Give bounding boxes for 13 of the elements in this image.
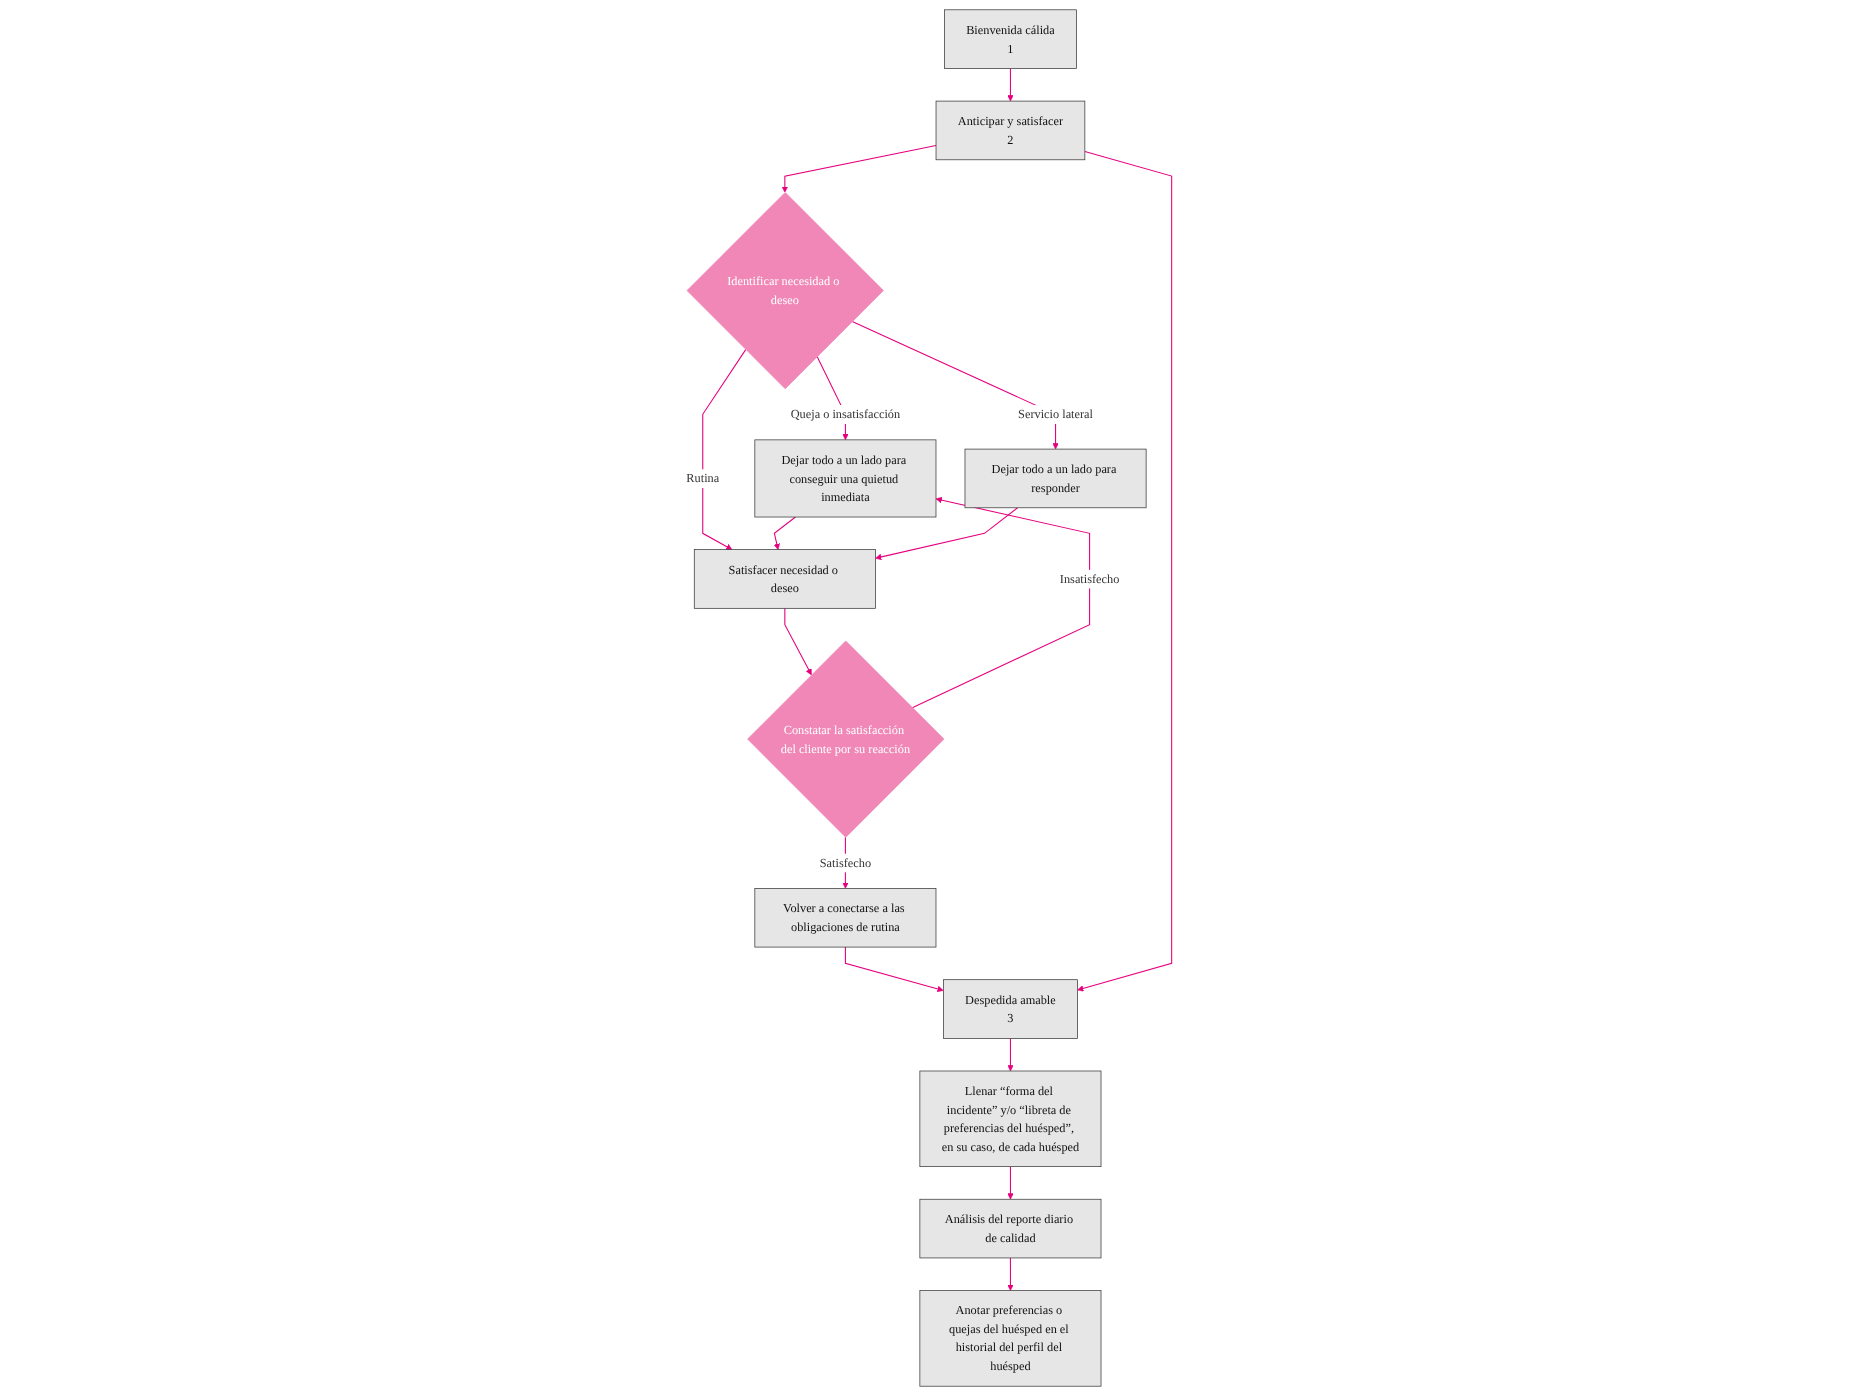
arrow xyxy=(781,144,937,193)
arrow xyxy=(1007,1166,1014,1200)
arrow xyxy=(844,946,944,993)
arrow xyxy=(875,507,1019,561)
arrow xyxy=(1007,67,1014,102)
arrow xyxy=(1077,150,1173,992)
arrow xyxy=(702,349,747,550)
arrow xyxy=(773,516,797,550)
arrow xyxy=(851,320,1059,450)
arrow xyxy=(1007,1037,1014,1072)
arrow xyxy=(911,496,1091,709)
arrow xyxy=(1007,1257,1014,1291)
arrow xyxy=(784,607,812,676)
